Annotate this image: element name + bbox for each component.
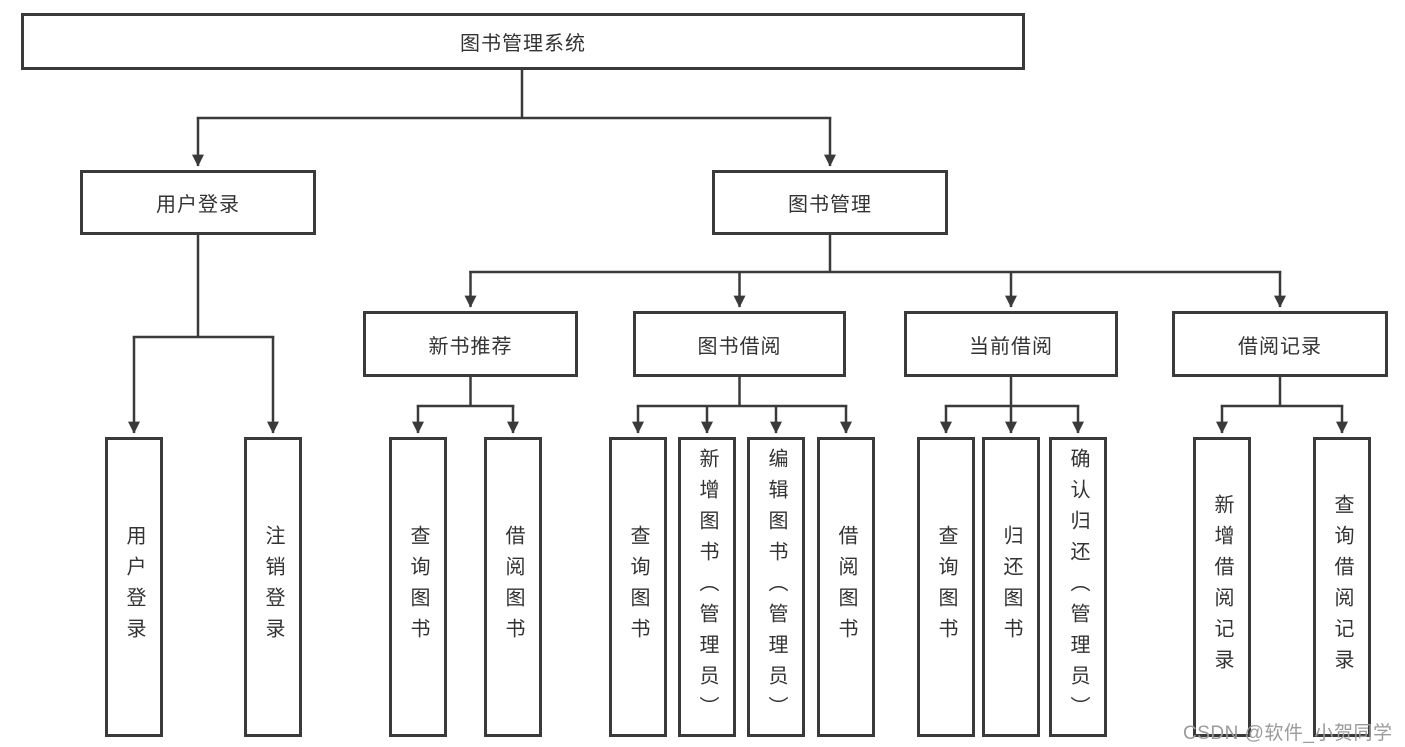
leaf-query-books-1: 查询图书 — [389, 437, 447, 737]
leaf-add-borrow-record-label: 新增借阅记录 — [1211, 494, 1233, 680]
node-current-borrowing-label: 当前借阅 — [969, 335, 1053, 358]
watermark: CSDN @软件_小贺同学 — [1183, 723, 1393, 744]
leaf-confirm-return-admin-label: 确认归还（管理员） — [1067, 447, 1089, 727]
leaf-add-books-admin: 新增图书（管理员） — [678, 437, 736, 737]
node-root: 图书管理系统 — [21, 13, 1025, 70]
leaf-query-books-3: 查询图书 — [917, 437, 975, 737]
node-borrow-records-label: 借阅记录 — [1238, 335, 1322, 358]
node-book-borrowing-label: 图书借阅 — [697, 335, 782, 358]
leaf-edit-books-admin: 编辑图书（管理员） — [747, 437, 805, 737]
leaf-logout-label: 注销登录 — [262, 525, 284, 649]
leaf-add-borrow-record: 新增借阅记录 — [1193, 437, 1251, 737]
leaf-query-borrow-record: 查询借阅记录 — [1313, 437, 1371, 737]
node-book-borrowing: 图书借阅 — [633, 311, 846, 377]
leaf-query-books-1-label: 查询图书 — [407, 525, 429, 649]
node-book-management: 图书管理 — [712, 170, 948, 235]
node-user-login: 用户登录 — [80, 170, 316, 235]
leaf-return-books-label: 归还图书 — [1000, 525, 1022, 649]
leaf-query-books-2-label: 查询图书 — [627, 525, 649, 649]
leaf-borrow-books-2-label: 借阅图书 — [835, 525, 857, 649]
node-current-borrowing: 当前借阅 — [904, 311, 1118, 377]
leaf-borrow-books-1-label: 借阅图书 — [502, 525, 524, 649]
leaf-user-login: 用户登录 — [105, 437, 163, 737]
leaf-query-books-3-label: 查询图书 — [935, 525, 957, 649]
leaf-borrow-books-2: 借阅图书 — [817, 437, 875, 737]
leaf-query-borrow-record-label: 查询借阅记录 — [1331, 494, 1353, 680]
node-book-management-label: 图书管理 — [788, 194, 872, 216]
leaf-return-books: 归还图书 — [982, 437, 1040, 737]
node-new-books: 新书推荐 — [363, 311, 578, 377]
leaf-query-books-2: 查询图书 — [609, 437, 667, 737]
leaf-borrow-books-1: 借阅图书 — [484, 437, 542, 737]
node-new-books-label: 新书推荐 — [428, 335, 513, 358]
node-user-login-label: 用户登录 — [156, 194, 240, 216]
leaf-confirm-return-admin: 确认归还（管理员） — [1049, 437, 1107, 737]
leaf-logout: 注销登录 — [244, 437, 302, 737]
leaf-edit-books-admin-label: 编辑图书（管理员） — [765, 447, 787, 727]
leaf-user-login-label: 用户登录 — [123, 525, 145, 649]
node-root-label: 图书管理系统 — [460, 33, 586, 55]
node-borrow-records: 借阅记录 — [1172, 311, 1388, 377]
leaf-add-books-admin-label: 新增图书（管理员） — [696, 447, 718, 727]
